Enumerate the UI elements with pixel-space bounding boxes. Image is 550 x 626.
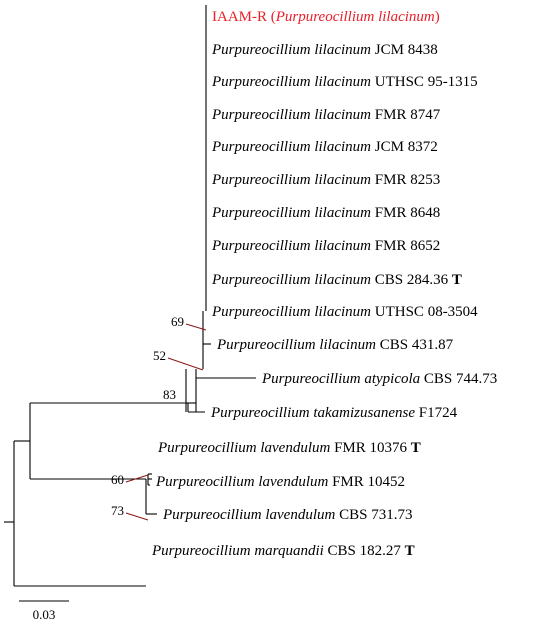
taxon-label-part: Purpureocillium lilacinum <box>211 172 371 188</box>
taxon-label-part: UTHSC 95-1315 <box>371 74 478 90</box>
bootstrap-values: 69 52 83 60 73 <box>111 314 184 518</box>
taxon-label-part: Purpureocillium lilacinum <box>211 139 371 155</box>
taxon-label-part: ) <box>435 9 440 25</box>
bootstrap-value-52: 52 <box>153 348 166 363</box>
taxon-label-part: JCM 8372 <box>371 139 438 155</box>
leader-52 <box>167 357 204 371</box>
taxon-label-part: FMR 8253 <box>371 172 440 188</box>
taxon-label-part: T <box>452 272 462 288</box>
taxon-label-fmr8253: Purpureocillium lilacinum FMR 8253 <box>211 172 440 188</box>
taxon-label-jcm8438: Purpureocillium lilacinum JCM 8438 <box>211 42 438 58</box>
tree-branches <box>4 5 256 587</box>
taxon-label-part: Purpureocillium lilacinum <box>211 272 371 288</box>
taxon-label-part: JCM 8438 <box>371 42 438 58</box>
taxon-label-cbs43187: Purpureocillium lilacinum CBS 431.87 <box>216 337 454 353</box>
taxon-label-part: T <box>411 440 421 456</box>
leader-73 <box>125 512 149 521</box>
taxon-label-part: CBS 431.87 <box>376 337 454 353</box>
taxon-label-fmr8648: Purpureocillium lilacinum FMR 8648 <box>211 205 440 221</box>
taxon-label-part: Purpureocillium lavendulum <box>157 440 330 456</box>
taxon-label-part: Purpureocillium atypicola <box>261 371 420 387</box>
taxon-label-part: T <box>405 543 415 559</box>
taxon-label-cbs74473: Purpureocillium atypicola CBS 744.73 <box>261 371 497 387</box>
taxon-label-cbs28436: Purpureocillium lilacinum CBS 284.36 T <box>211 272 462 288</box>
taxon-label-part: FMR 8652 <box>371 238 440 254</box>
taxon-label-f1724: Purpureocillium takamizusanense F1724 <box>210 405 458 421</box>
taxon-label-part: Purpureocillium lilacinum <box>275 9 435 25</box>
taxon-label-part: Purpureocillium lavendulum <box>162 507 335 523</box>
bootstrap-value-60: 60 <box>111 472 124 487</box>
taxon-label-part: Purpureocillium marquandii <box>151 543 324 559</box>
taxon-label-part: FMR 10452 <box>328 474 405 490</box>
taxon-label-fmr8652: Purpureocillium lilacinum FMR 8652 <box>211 238 440 254</box>
taxon-label-fmr10376: Purpureocillium lavendulum FMR 10376 T <box>157 440 421 456</box>
taxon-label-part: IAAM-R ( <box>212 9 276 25</box>
taxon-label-uthsc083504: Purpureocillium lilacinum UTHSC 08-3504 <box>211 304 478 320</box>
taxon-label-part: FMR 8747 <box>371 107 441 123</box>
taxon-label-part: FMR 8648 <box>371 205 440 221</box>
taxon-label-iaam: IAAM-R (Purpureocillium lilacinum) <box>212 9 440 25</box>
taxon-label-part: Purpureocillium lilacinum <box>211 107 371 123</box>
scale-bar-label: 0.03 <box>33 607 56 622</box>
taxon-label-uthsc951315: Purpureocillium lilacinum UTHSC 95-1315 <box>211 74 478 90</box>
leader-60 <box>125 474 149 483</box>
taxon-label-part: Purpureocillium lilacinum <box>216 337 376 353</box>
leader-69 <box>185 323 207 331</box>
taxon-label-jcm8372: Purpureocillium lilacinum JCM 8372 <box>211 139 438 155</box>
taxon-label-part: CBS 731.73 <box>335 507 412 523</box>
taxon-label-fmr8747: Purpureocillium lilacinum FMR 8747 <box>211 107 441 123</box>
bootstrap-value-73: 73 <box>111 503 124 518</box>
taxon-label-part: Purpureocillium lavendulum <box>155 474 328 490</box>
taxon-label-fmr10452: Purpureocillium lavendulum FMR 10452 <box>155 474 405 490</box>
taxon-label-part: CBS 744.73 <box>420 371 497 387</box>
bootstrap-leader-lines <box>125 323 207 521</box>
taxon-label-cbs18227: Purpureocillium marquandii CBS 182.27 T <box>151 543 415 559</box>
taxon-label-part: Purpureocillium lilacinum <box>211 238 371 254</box>
taxon-label-part: UTHSC 08-3504 <box>371 304 478 320</box>
taxon-label-part: CBS 182.27 <box>324 543 405 559</box>
scale-bar: 0.03 <box>19 600 69 622</box>
taxon-label-part: Purpureocillium lilacinum <box>211 42 371 58</box>
bootstrap-value-69: 69 <box>171 314 184 329</box>
taxon-label-part: Purpureocillium lilacinum <box>211 74 371 90</box>
taxon-label-part: Purpureocillium takamizusanense <box>210 405 415 421</box>
taxon-label-part: Purpureocillium lilacinum <box>211 304 371 320</box>
taxon-label-part: FMR 10376 <box>330 440 410 456</box>
taxon-label-cbs73173: Purpureocillium lavendulum CBS 731.73 <box>162 507 412 523</box>
bootstrap-value-83: 83 <box>163 387 176 402</box>
taxon-labels: IAAM-R (Purpureocillium lilacinum)Purpur… <box>151 9 497 559</box>
taxon-label-part: Purpureocillium lilacinum <box>211 205 371 221</box>
taxon-label-part: F1724 <box>415 405 458 421</box>
taxon-label-part: CBS 284.36 <box>371 272 452 288</box>
